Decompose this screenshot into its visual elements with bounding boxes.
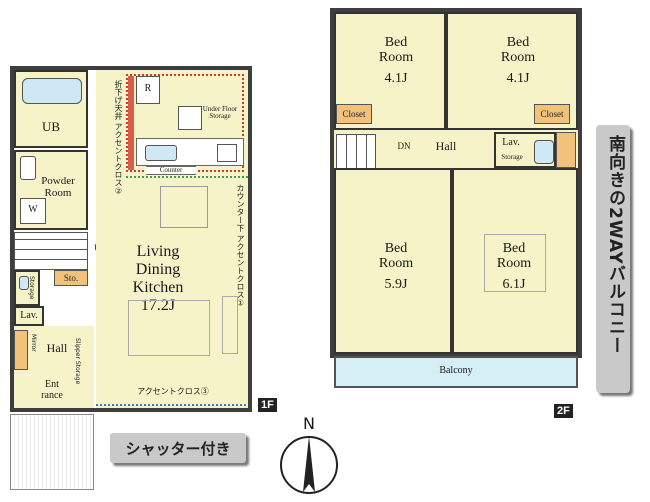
- room-ub: UB: [14, 70, 88, 148]
- entrance-label: Ent rance: [41, 379, 63, 401]
- ldk-label-line3: Kitchen: [132, 279, 184, 296]
- lav-2f-label: Lav.: [502, 137, 520, 148]
- sto-closet: Sto.: [54, 270, 88, 286]
- bed-outline: [484, 234, 546, 292]
- ldk-label-line1: Living: [136, 243, 180, 260]
- sink: [20, 156, 36, 180]
- entrance-approach: [10, 414, 94, 490]
- accent3-line: [96, 404, 246, 406]
- counter-accent-note: カウンター下 アクセントクロス①: [236, 184, 245, 308]
- room-powder: Powder Room W: [14, 150, 88, 230]
- bathtub: [22, 78, 82, 104]
- hall-label-2f: Hall: [435, 139, 457, 153]
- dining-table: [160, 186, 208, 228]
- toilet: [19, 276, 29, 290]
- compass-icon: [280, 436, 338, 494]
- balcony-label: Balcony: [439, 365, 473, 376]
- mirror-label: Mirror: [30, 334, 37, 352]
- closet-1: Closet: [336, 104, 372, 124]
- ub-label: UB: [41, 119, 61, 134]
- washer-box: W: [20, 198, 46, 224]
- floor-tag-2f: 2F: [554, 404, 573, 418]
- storage-vertical-label: Storage: [28, 276, 35, 300]
- balcony: Balcony: [334, 356, 578, 388]
- refrigerator: R: [136, 76, 160, 104]
- compass: N: [276, 414, 342, 496]
- bed-room-1-size: 4.1J: [384, 71, 408, 86]
- compass-n: N: [303, 414, 315, 433]
- bed-room-3: Bed Room 5.9J: [334, 168, 452, 354]
- bed-room-1-name: Bed Room: [378, 35, 414, 65]
- room-storage-vertical: Storage: [14, 270, 40, 306]
- ceiling-note: 折下げ天井 アクセントクロス②: [114, 80, 123, 196]
- dn-label: DN: [397, 141, 411, 151]
- ldk-size: 17.2J: [140, 297, 176, 314]
- bed-room-4: Bed Room 6.1J: [452, 168, 578, 354]
- ldk-label-line2: Dining: [135, 261, 181, 278]
- lav-2f: Lav. Storage: [494, 132, 556, 168]
- balcony-banner: 南向きの2WAYバルコニー: [596, 125, 630, 393]
- bed-room-2-name: Bed Room: [500, 35, 536, 65]
- refrigerator-label: R: [144, 83, 152, 94]
- stove: [217, 144, 237, 162]
- balcony-banner-text: 南向きの2WAYバルコニー: [605, 135, 625, 355]
- hall-label-1f: Hall: [46, 341, 68, 355]
- mirror-closet: [14, 330, 28, 370]
- bed-room-3-size: 5.9J: [384, 277, 408, 292]
- lav-label: Lav.: [20, 310, 38, 321]
- washer-label: W: [28, 204, 38, 215]
- counter-accent-line: [126, 176, 248, 178]
- floor-tag-1f: 1F: [258, 398, 277, 412]
- lav-2f-sink: [534, 140, 554, 164]
- room-lav: Lav.: [14, 306, 44, 326]
- bed-room-4-size: 6.1J: [502, 277, 526, 292]
- slipper-label: Slipper Storage: [74, 338, 81, 385]
- tv-stand: [222, 296, 238, 354]
- sofa-outline: [128, 300, 210, 356]
- hall-shelf: [556, 132, 576, 168]
- accent3-note: アクセントクロス③: [137, 387, 209, 396]
- kitchen-counter: [136, 138, 244, 166]
- kitchen-sink: [145, 145, 177, 161]
- bed-room-2-size: 4.1J: [506, 71, 530, 86]
- ceiling-accent-strip: [128, 76, 134, 170]
- powder-label: Powder Room: [41, 175, 75, 199]
- bed-room-4-name: Bed Room: [496, 241, 532, 271]
- closet-2: Closet: [534, 104, 570, 124]
- under-floor-hatch: [178, 106, 202, 130]
- under-floor-label: Under Floor Storage: [202, 105, 238, 121]
- shutter-badge: シャッター付き: [110, 433, 246, 463]
- counter-label: Counter: [146, 166, 196, 176]
- storage-2f-label: Storage: [501, 153, 523, 161]
- bed-room-3-name: Bed Room: [378, 241, 414, 271]
- stairs-1f: [14, 232, 88, 270]
